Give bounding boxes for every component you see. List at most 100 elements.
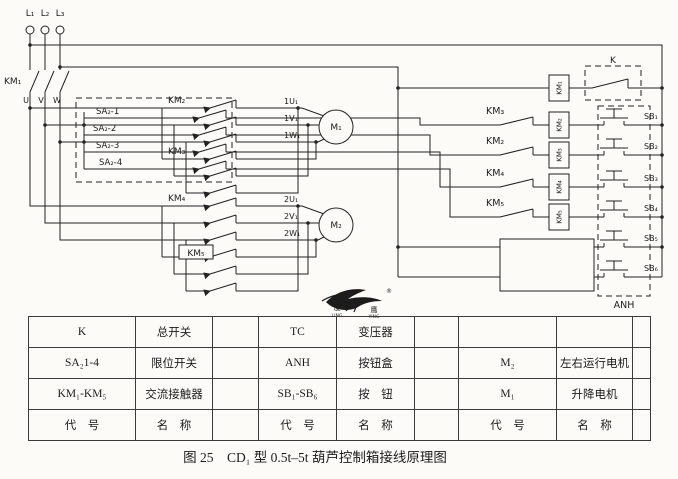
dashed-boxes — [75, 65, 651, 297]
table-cell: 代 号 — [258, 409, 337, 441]
logo-char-right: 鹰 — [371, 305, 378, 314]
eagle-icon-wing — [321, 293, 357, 313]
label-sb5: SB₅ — [644, 234, 658, 243]
table-cell: TC — [258, 316, 337, 348]
label-coil-km2: KM₂ — [556, 118, 564, 132]
table-cell — [414, 409, 459, 441]
table-cell: ANH — [258, 347, 337, 379]
table-cell — [414, 316, 459, 348]
label-interlock-km3: KM₃ — [486, 106, 504, 117]
table-cell — [458, 316, 557, 348]
push-buttons — [600, 108, 628, 277]
table-cell: 交流接触器 — [135, 378, 213, 410]
label-sb3: SB₃ — [644, 174, 658, 183]
label-coil-km3: KM₃ — [556, 148, 564, 162]
contact-blades — [192, 99, 237, 297]
table-cell: KM₁-KM₅ — [28, 378, 136, 410]
table-cell: 代 号 — [28, 409, 136, 441]
label-l2: L₂ — [41, 9, 50, 19]
schematic: L₁ L₂ L₃ KM₁ U V W SA₂-1 SA₂-2 SA₂-3 SA₂… — [4, 9, 664, 311]
table-cell: 升降电机 — [556, 378, 633, 410]
wires — [29, 34, 663, 292]
legend-table: K 总开关 TC 变压器 SA₂1-4 限位开关 ANH 按钮盒 M₂ 左右运行… — [28, 316, 651, 441]
table-cell — [414, 347, 459, 379]
table-cell: 名 称 — [135, 409, 213, 441]
table-cell — [212, 347, 259, 379]
label-sa2-1: SA₂-1 — [96, 107, 119, 117]
figure-caption: 图 25 CD₁ 型 0.5t–5t 葫芦控制箱接线原理图 — [183, 450, 447, 465]
table-cell — [556, 316, 633, 348]
table-row: SA₂1-4 限位开关 ANH 按钮盒 M₂ 左右运行电机 — [28, 347, 651, 379]
brand-logo: ® 凌 LING 鹰 YING — [321, 288, 392, 320]
motor-m2 — [318, 207, 354, 243]
motor-m1 — [318, 109, 354, 145]
table-cell — [212, 316, 259, 348]
label-2v1: 2V₁ — [284, 212, 298, 221]
km5-label-box — [178, 244, 214, 260]
table-cell: 总开关 — [135, 316, 213, 348]
label-anh: ANH — [614, 300, 635, 311]
table-cell — [414, 378, 459, 410]
table-cell — [632, 378, 651, 410]
label-sa2-3: SA₂-3 — [96, 141, 119, 151]
label-w: W — [53, 96, 61, 105]
contactor-coils — [548, 74, 570, 231]
table-row: K 总开关 TC 变压器 — [28, 316, 651, 348]
table-cell — [212, 378, 259, 410]
table-cell: 左右运行电机 — [556, 347, 633, 379]
label-l3: L₃ — [56, 9, 65, 19]
table-cell: 代 号 — [458, 409, 557, 441]
table-cell: 名 称 — [336, 409, 415, 441]
label-interlock-km5: KM₅ — [486, 198, 504, 209]
table-cell — [632, 316, 651, 348]
table-cell: SB₁-SB₆ — [258, 378, 337, 410]
table-row: 代 号 名 称 代 号 名 称 代 号 名 称 — [28, 409, 651, 441]
label-sa2-4: SA₂-4 — [99, 158, 122, 168]
label-coil-km1: KM₁ — [556, 81, 564, 95]
label-k-switch: K — [610, 56, 617, 66]
table-cell: 名 称 — [556, 409, 633, 441]
label-l1: L₁ — [26, 9, 35, 19]
supply-terminals — [25, 25, 65, 35]
label-motor-m2: M₂ — [330, 221, 342, 231]
label-1u1: 1U₁ — [284, 97, 298, 106]
logo-char-left: 凌 — [334, 303, 341, 312]
table-cell: M₂ — [458, 347, 557, 379]
table-cell: SA₂1-4 — [28, 347, 136, 379]
label-2u1: 2U₁ — [284, 195, 298, 204]
label-km3-group: KM₃ — [168, 147, 186, 157]
label-motor-m1: M₁ — [330, 123, 342, 133]
label-v: V — [38, 96, 44, 105]
table-cell: K — [28, 316, 136, 348]
label-interlock-km4: KM₄ — [486, 168, 504, 179]
label-km4-group: KM₄ — [168, 194, 186, 204]
label-1w1: 1W₁ — [284, 131, 300, 140]
registered-mark: ® — [386, 288, 392, 295]
transformer-box — [499, 238, 595, 292]
label-km5-group: KM₅ — [187, 249, 205, 259]
label-sa2-2: SA₂-2 — [93, 124, 116, 134]
table-cell: M₁ — [458, 378, 557, 410]
table-cell — [632, 409, 651, 441]
table-cell: 按钮盒 — [336, 347, 415, 379]
button-station-box — [597, 105, 651, 297]
table-cell — [212, 409, 259, 441]
junction-dots — [28, 43, 664, 249]
label-u: U — [23, 96, 29, 105]
label-km2-group: KM₂ — [168, 96, 186, 106]
label-coil-km5: KM₅ — [556, 210, 564, 224]
label-sb4: SB₄ — [644, 204, 658, 213]
table-row: KM₁-KM₅ 交流接触器 SB₁-SB₆ 按 钮 M₁ 升降电机 — [28, 378, 651, 410]
label-interlock-km2: KM₂ — [486, 136, 504, 147]
label-1v1: 1V₁ — [284, 114, 298, 123]
label-sb1: SB₁ — [644, 112, 658, 121]
master-switch-box — [584, 65, 642, 101]
label-sb6: SB₆ — [644, 264, 658, 273]
label-2w1: 2W₁ — [284, 229, 300, 238]
table-cell: 按 钮 — [336, 378, 415, 410]
table-cell — [632, 347, 651, 379]
label-coil-km4: KM₄ — [556, 180, 564, 194]
table-cell: 变压器 — [336, 316, 415, 348]
table-cell: 限位开关 — [135, 347, 213, 379]
